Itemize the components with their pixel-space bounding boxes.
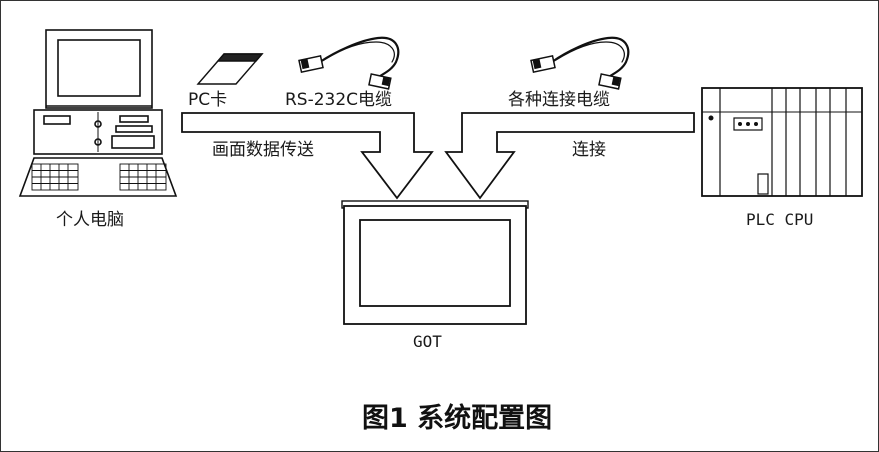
- connection-cable-icon: [530, 36, 630, 90]
- pc-card-icon: [196, 53, 264, 85]
- plc-cpu-label: PLC CPU: [746, 210, 814, 229]
- rs232c-cable-label: RS-232C电缆: [285, 90, 393, 110]
- got-panel-icon: [341, 200, 529, 325]
- keyboard-keys: [31, 163, 167, 191]
- screen-transfer-arrow: [181, 112, 434, 200]
- screen-transfer-label: 画面数据传送: [212, 140, 314, 160]
- personal-computer-label: 个人电脑: [56, 210, 124, 230]
- various-cables-label: 各种连接电缆: [508, 90, 610, 110]
- connect-label: 连接: [572, 140, 606, 160]
- connect-arrow: [444, 112, 695, 200]
- personal-computer-icon: [18, 29, 178, 197]
- pc-card-label: PC卡: [188, 90, 228, 110]
- rs232c-cable-icon: [298, 36, 400, 90]
- got-label: GOT: [413, 332, 442, 351]
- figure-caption: 图1 系统配置图: [362, 403, 553, 434]
- plc-cpu-icon: [701, 87, 863, 197]
